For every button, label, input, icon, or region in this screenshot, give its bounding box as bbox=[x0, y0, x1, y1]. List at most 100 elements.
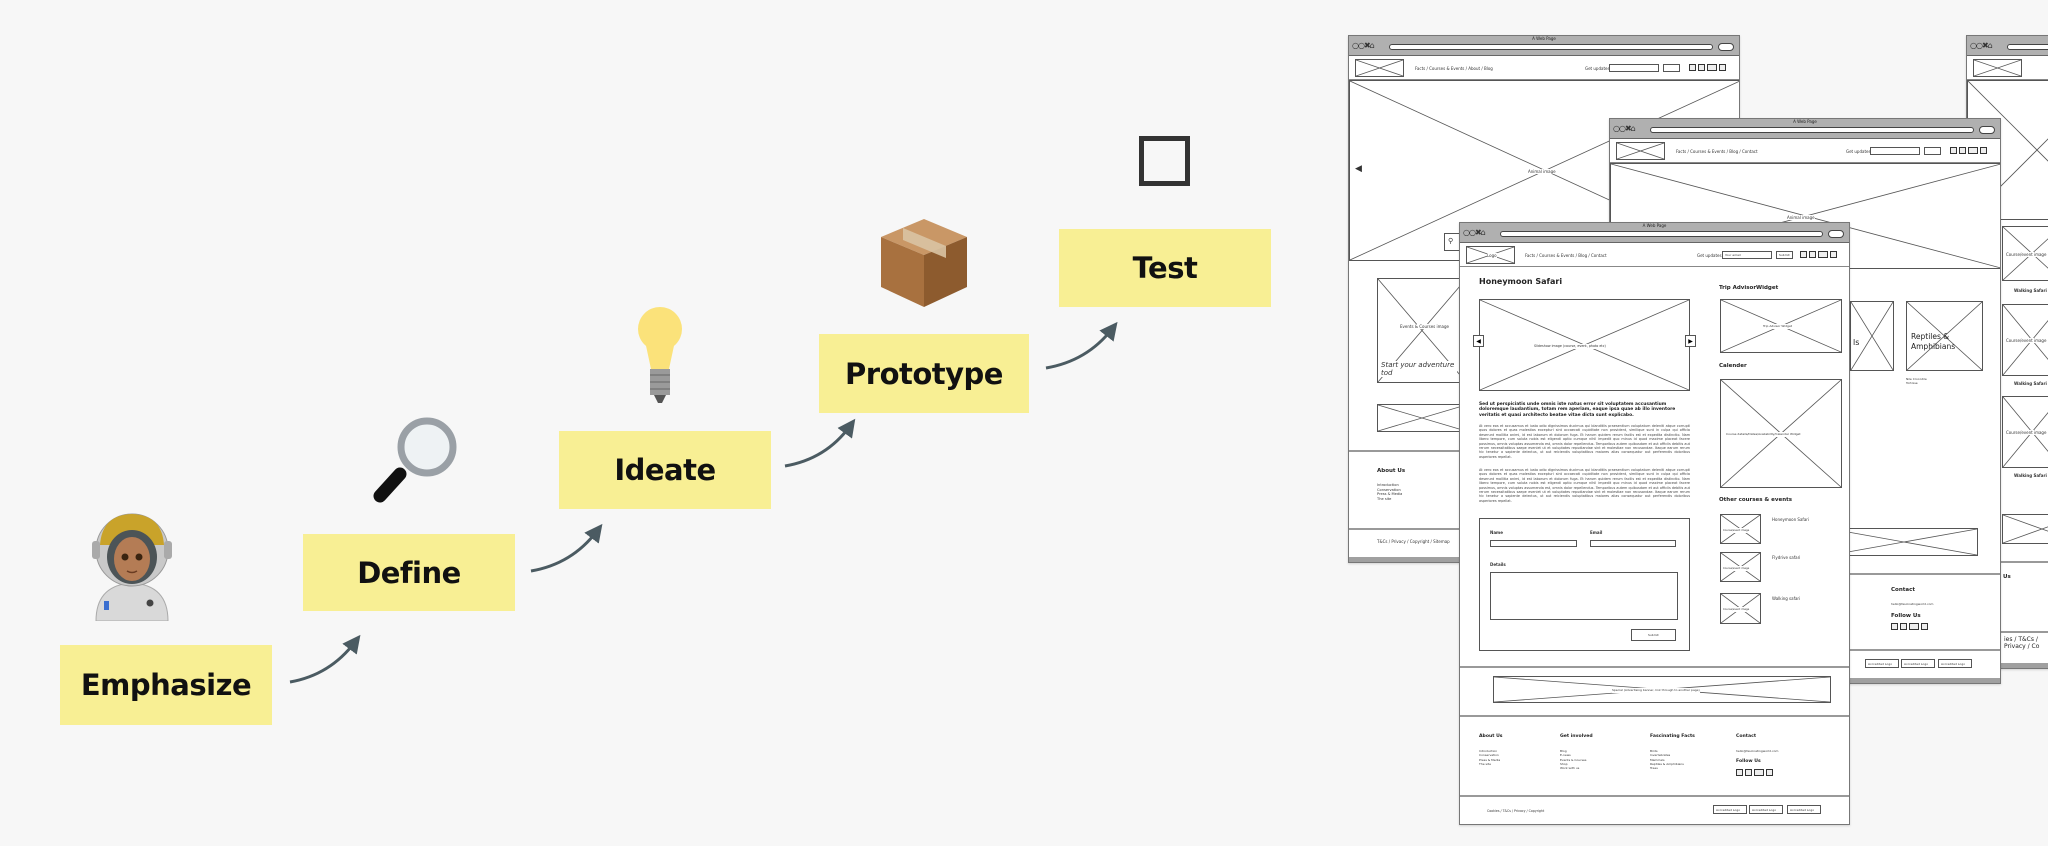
body-paragraph: At vero eos et accusamus et iusto odio d… bbox=[1479, 424, 1690, 459]
fact-card-image: ls bbox=[1850, 301, 1894, 371]
list-item: Walking Safari bbox=[2014, 381, 2047, 386]
card-caption: Start your adventure tod bbox=[1381, 361, 1457, 377]
course-link[interactable]: Walking safari bbox=[1772, 596, 1801, 601]
logo-placeholder bbox=[1973, 59, 2022, 77]
browser-nav-icons: ○○✖⌂ bbox=[1352, 41, 1375, 50]
submit-button: Submit bbox=[1776, 251, 1793, 259]
course-thumb: Course/event image bbox=[2002, 396, 2048, 468]
window-title: A Web Page bbox=[1642, 223, 1667, 228]
placeholder-cross bbox=[1851, 302, 1893, 370]
bottom-links[interactable]: Cookies / T&Cs / Privacy / Copyright bbox=[1487, 809, 1545, 813]
partner-logo: Accredited Logo bbox=[1868, 662, 1893, 666]
divider bbox=[1460, 795, 1849, 797]
body-paragraph: At vero eos et accusamus et iusto odio d… bbox=[1479, 468, 1690, 503]
step-define: Define bbox=[303, 534, 515, 611]
banner-placeholder bbox=[1377, 404, 1467, 432]
browser-titlebar: A Web Page○○✖⌂ bbox=[1460, 223, 1849, 243]
list-item: Walking Safari bbox=[2014, 473, 2047, 478]
banner-placeholder bbox=[1830, 528, 1978, 556]
name-field bbox=[1490, 540, 1577, 547]
follow-us-heading: Follow Us bbox=[1891, 613, 1921, 619]
browser-titlebar: A Web Page ○○✖⌂ bbox=[1610, 119, 2000, 139]
social-icon bbox=[1909, 623, 1919, 630]
social-icon bbox=[1736, 769, 1743, 776]
footer-heading: About Us bbox=[1377, 468, 1406, 474]
social-icon bbox=[1921, 623, 1928, 630]
placeholder-cross bbox=[2003, 515, 2048, 543]
empty-square-icon bbox=[1139, 136, 1190, 186]
window-bottom-bar bbox=[1967, 663, 2048, 668]
thumb-label: Course/event image bbox=[1723, 528, 1750, 533]
follow-us-heading: Follow Us bbox=[1736, 759, 1761, 764]
url-bar bbox=[1389, 44, 1713, 50]
partner-logo-box: Accredited Logo bbox=[1901, 659, 1935, 668]
email-label: Email bbox=[1590, 530, 1603, 535]
footer-heading: Contact bbox=[1736, 734, 1757, 739]
slideshow-prev-icon: ◀ bbox=[1473, 335, 1484, 347]
wireframe-window-course-detail: A Web Page○○✖⌂ Logo Facts / Courses & Ev… bbox=[1459, 222, 1850, 825]
thumb-label: Course/event image bbox=[2006, 338, 2047, 343]
placeholder-cross bbox=[1974, 60, 2021, 76]
social-icon bbox=[1689, 64, 1696, 71]
light-bulb-icon bbox=[638, 307, 682, 403]
window-title: A Web Page bbox=[1532, 36, 1556, 41]
placeholder-cross bbox=[1907, 302, 1982, 370]
submit-button bbox=[1924, 147, 1941, 155]
course-link[interactable]: Flydrive safari bbox=[1772, 555, 1801, 560]
url-bar bbox=[1500, 231, 1823, 237]
divider bbox=[1460, 715, 1849, 717]
fact-card-image: Reptiles & Amphibians bbox=[1906, 301, 1983, 371]
step-emphasize: Emphasize bbox=[60, 645, 272, 725]
url-bar bbox=[2007, 44, 2048, 50]
site-nav: Facts / Courses & Events / About / Blog bbox=[1415, 66, 1493, 71]
logo-placeholder bbox=[1355, 59, 1404, 77]
step-arrows bbox=[289, 321, 1118, 684]
partner-logo: Accredited Logo bbox=[1716, 808, 1741, 812]
trip-advisor-widget: Trip Advisor Widget bbox=[1720, 299, 1842, 353]
divider bbox=[1967, 631, 2048, 633]
card-title: ls bbox=[1853, 338, 1860, 347]
url-bar bbox=[1650, 127, 1974, 133]
social-icon bbox=[1719, 64, 1726, 71]
partner-logo-box: Accredited Logo bbox=[1938, 659, 1972, 668]
logo-placeholder: Logo bbox=[1466, 246, 1515, 264]
list-item: Walking Safari bbox=[2014, 288, 2047, 293]
bottom-links: ies / T&Cs / Privacy / Co bbox=[2004, 636, 2040, 650]
trip-widget-label: Trip Advisor Widget bbox=[1763, 324, 1792, 329]
get-updates-label: Get updates bbox=[1585, 66, 1610, 71]
footer-links: Introduction Conservation Press & Media … bbox=[1479, 749, 1501, 766]
placeholder-cross bbox=[1617, 143, 1664, 159]
course-thumb: Course/event image bbox=[1720, 514, 1761, 544]
social-icon bbox=[1809, 251, 1816, 258]
social-icon bbox=[1959, 147, 1966, 154]
form-submit-button: Submit bbox=[1631, 629, 1676, 641]
submit-label: Submit bbox=[1779, 253, 1790, 257]
browser-titlebar: A Web Page ○○✖⌂ bbox=[1349, 36, 1739, 56]
lead-paragraph: Sed ut perspiciatis unde omnis iste natu… bbox=[1479, 402, 1676, 418]
social-icon bbox=[1698, 64, 1705, 71]
magnifying-glass-icon bbox=[373, 417, 457, 503]
site-nav[interactable]: Facts / Courses & Events / Blog / Contac… bbox=[1525, 253, 1607, 258]
wireframe-window-facts: A Web Page ○○✖⌂ Facts / Courses & Events … bbox=[1609, 118, 2001, 684]
site-header: Logo Facts / Courses & Events / Blog / C… bbox=[1460, 243, 1849, 267]
calendar-heading: Calender bbox=[1719, 363, 1747, 369]
social-icon bbox=[1968, 147, 1978, 154]
social-icon bbox=[1745, 769, 1752, 776]
step-prototype: Prototype bbox=[819, 334, 1029, 413]
card-title: Reptiles & Amphibians bbox=[1911, 332, 1956, 351]
get-updates-label: Get updates bbox=[1697, 253, 1722, 258]
window-title: A Web Page bbox=[1793, 119, 1817, 124]
thumb-label: Course/event image bbox=[2006, 430, 2047, 435]
name-label: Name bbox=[1490, 530, 1503, 535]
arrow-prototype-test bbox=[1045, 321, 1118, 370]
footer-heading: Get involved bbox=[1560, 734, 1593, 739]
browser-nav-icons: ○○✖⌂ bbox=[1613, 124, 1636, 133]
footer-links: Birds Invertebrates Mammals Reptiles & A… bbox=[1650, 749, 1684, 771]
email-input bbox=[1870, 147, 1920, 155]
hero-label: Animal image bbox=[1787, 215, 1815, 220]
site-nav: Facts / Courses & Events / Blog / Contac… bbox=[1676, 149, 1758, 154]
trip-advisor-heading: Trip AdvisorWidget bbox=[1719, 285, 1779, 291]
page-heading: Honeymoon Safari bbox=[1479, 277, 1563, 286]
course-link[interactable]: Honeymoon Safari bbox=[1772, 517, 1810, 522]
